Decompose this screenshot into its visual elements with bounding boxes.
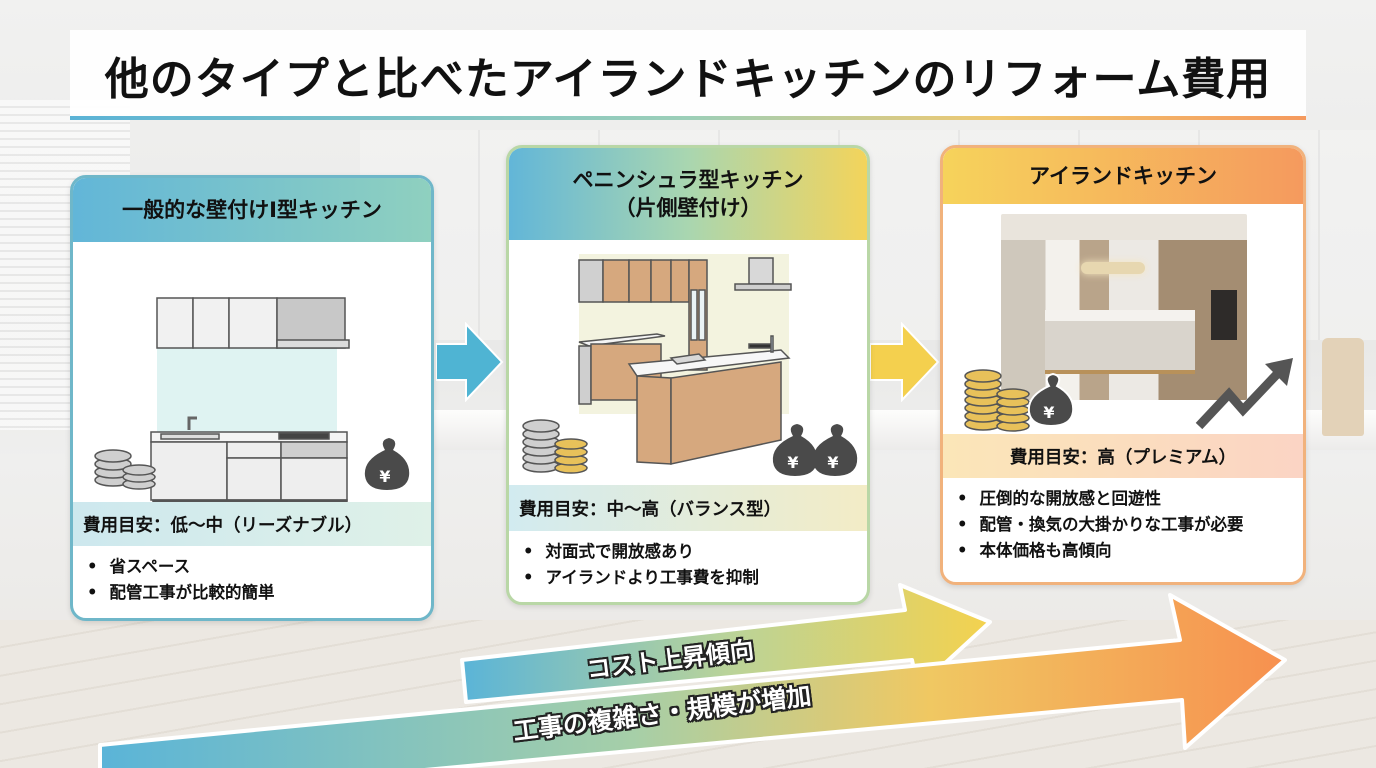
card-illustration: ¥ bbox=[73, 242, 431, 507]
feature-item: 圧倒的な開放感と回遊性 bbox=[957, 486, 1293, 512]
svg-text:¥: ¥ bbox=[379, 467, 390, 486]
coin-stack-gold-icon bbox=[964, 369, 1030, 432]
feature-item: アイランドより工事費を抑制 bbox=[523, 565, 857, 591]
complexity-trend-arrow bbox=[98, 593, 1287, 768]
card-island-kitchen: アイランドキッチン ¥ bbox=[940, 145, 1306, 585]
page-title: 他のタイプと比べたアイランドキッチンのリフォーム費用 bbox=[104, 54, 1272, 105]
marble-island bbox=[1045, 310, 1195, 374]
title-bar: 他のタイプと比べたアイランドキッチンのリフォーム費用 bbox=[70, 30, 1306, 120]
money-bag-icon: ¥ bbox=[812, 424, 858, 476]
trend-up-arrow-icon bbox=[1195, 358, 1293, 430]
arrow-right-icon bbox=[436, 322, 504, 402]
island-icons: ¥ bbox=[964, 358, 1293, 432]
money-bag-icon: ¥ bbox=[364, 438, 410, 490]
island-kitchen-photo bbox=[1001, 214, 1247, 400]
feature-list: 省スペース 配管工事が比較的簡単 bbox=[73, 546, 431, 606]
feature-item: 本体価格も高傾向 bbox=[957, 538, 1293, 564]
money-bag-icon: ¥ bbox=[1027, 372, 1075, 428]
card-subtitle: （片側壁付け） bbox=[614, 196, 762, 220]
pendant-lamp bbox=[1081, 262, 1145, 274]
card-header: アイランドキッチン bbox=[943, 148, 1303, 204]
card-illustration: ¥ ¥ bbox=[509, 240, 867, 485]
card-header: 一般的な壁付けI型キッチン bbox=[73, 178, 431, 242]
card-title: ペニンシュラ型キッチン bbox=[572, 167, 804, 192]
card-peninsula-kitchen: ペニンシュラ型キッチン （片側壁付け） bbox=[506, 145, 870, 605]
cost-estimate: 費用目安：低〜中（リーズナブル） bbox=[73, 502, 431, 546]
svg-text:¥: ¥ bbox=[787, 453, 798, 472]
feature-item: 省スペース bbox=[87, 554, 421, 580]
feature-list: 対面式で開放感あり アイランドより工事費を抑制 bbox=[509, 531, 867, 591]
cost-estimate: 費用目安：高（プレミアム） bbox=[943, 434, 1303, 478]
peninsula-kitchen-illustration: ¥ ¥ bbox=[522, 254, 858, 476]
svg-text:¥: ¥ bbox=[1043, 403, 1054, 422]
feature-list: 圧倒的な開放感と回遊性 配管・換気の大掛かりな工事が必要 本体価格も高傾向 bbox=[943, 478, 1303, 564]
coin-stack-silver-icon bbox=[94, 449, 156, 490]
i-type-kitchen-illustration: ¥ bbox=[94, 297, 410, 507]
background-cutting-board bbox=[1322, 338, 1364, 436]
svg-text:¥: ¥ bbox=[827, 453, 838, 472]
card-title: 一般的な壁付けI型キッチン bbox=[122, 197, 382, 222]
card-illustration: ¥ bbox=[943, 204, 1303, 434]
built-in-oven bbox=[1211, 290, 1237, 340]
cost-trend-arrow bbox=[460, 583, 992, 704]
card-title: アイランドキッチン bbox=[1029, 163, 1217, 188]
feature-item: 配管工事が比較的簡単 bbox=[87, 580, 421, 606]
money-bag-icon: ¥ bbox=[772, 424, 818, 476]
feature-item: 対面式で開放感あり bbox=[523, 539, 857, 565]
card-i-type-kitchen: 一般的な壁付けI型キッチン bbox=[70, 175, 434, 621]
coin-stack-silver-gold-icon bbox=[522, 419, 588, 474]
arrow-right-icon bbox=[870, 322, 940, 402]
feature-item: 配管・換気の大掛かりな工事が必要 bbox=[957, 512, 1293, 538]
cost-estimate: 費用目安：中〜高（バランス型） bbox=[509, 485, 867, 531]
card-header: ペニンシュラ型キッチン （片側壁付け） bbox=[509, 148, 867, 240]
